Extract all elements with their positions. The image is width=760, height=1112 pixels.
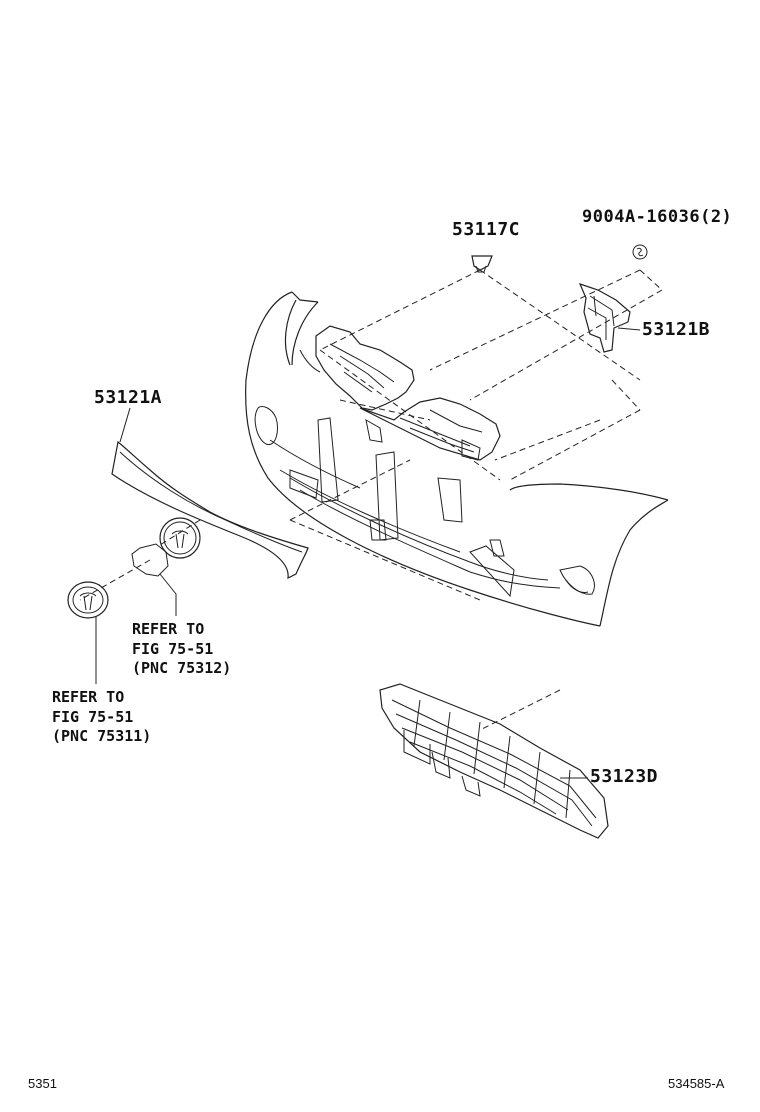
lower-grille-53123d bbox=[379, 683, 609, 839]
grille-molding-53121a bbox=[111, 407, 309, 580]
emblem-parts bbox=[67, 543, 177, 684]
ref2-line1: REFER TO bbox=[52, 688, 125, 706]
ref1-line2: FIG 75-51 bbox=[132, 640, 214, 658]
label-53121b: 53121B bbox=[642, 319, 711, 340]
clip-53117c bbox=[471, 255, 493, 273]
bracket-53121b bbox=[578, 283, 641, 353]
footer-left-code: 5351 bbox=[28, 1076, 57, 1091]
bumper-cover bbox=[245, 291, 669, 627]
assembly-lines bbox=[79, 269, 663, 731]
radiator-support bbox=[299, 325, 501, 461]
label-53117c: 53117C bbox=[452, 219, 521, 240]
screw-9004a bbox=[632, 244, 648, 260]
ref1-line1: REFER TO bbox=[132, 620, 205, 638]
footer-right-code: 534585-A bbox=[668, 1076, 725, 1091]
ref2-line2: FIG 75-51 bbox=[52, 708, 134, 726]
label-53123d: 53123D bbox=[590, 766, 659, 787]
label-9004a: 9004A-16036(2) bbox=[582, 207, 733, 227]
ref2-line3: (PNC 75311) bbox=[52, 727, 152, 745]
ref1-line3: (PNC 75312) bbox=[132, 659, 232, 677]
label-53121a: 53121A bbox=[94, 387, 163, 408]
